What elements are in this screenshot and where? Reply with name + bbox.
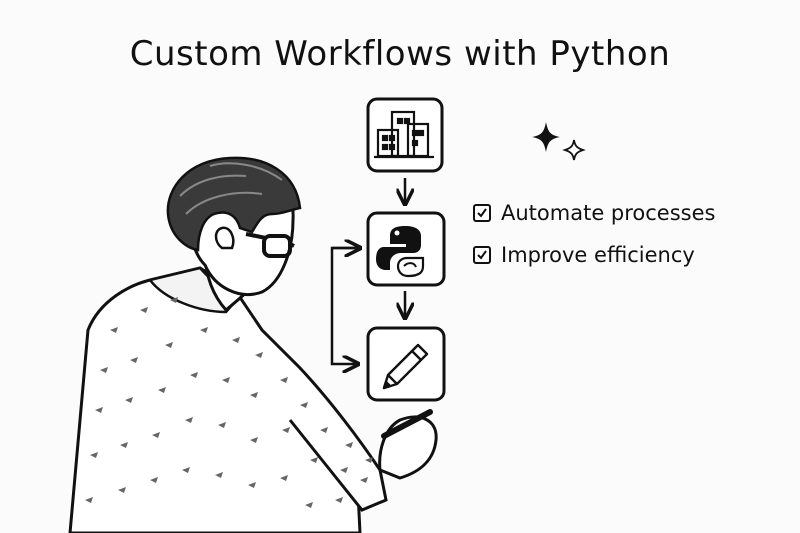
pencil-icon: [382, 343, 429, 390]
buildings-icon: [374, 110, 434, 159]
python-logo-icon: [376, 226, 425, 278]
checklist-item-automate: Automate processes: [473, 198, 715, 228]
step-card-buildings: [366, 97, 444, 173]
checklist-item-label: Improve efficiency: [501, 243, 695, 267]
loop-connector: [330, 246, 360, 364]
checklist-item-label: Automate processes: [501, 201, 716, 225]
shirt-pattern: [85, 297, 373, 508]
step-card-python: [366, 211, 446, 287]
checklist: Automate processes Improve efficiency: [473, 198, 715, 282]
sparkle-large-icon: [532, 122, 560, 152]
checkbox-checked-icon: [473, 204, 491, 222]
checkbox-checked-icon: [473, 246, 491, 264]
sparkle-small-icon: [562, 139, 586, 161]
checklist-item-efficiency: Improve efficiency: [473, 240, 715, 270]
step-card-pencil: [366, 326, 446, 402]
diagram-title: Custom Workflows with Python: [129, 34, 671, 74]
person-illustration: [68, 156, 438, 533]
